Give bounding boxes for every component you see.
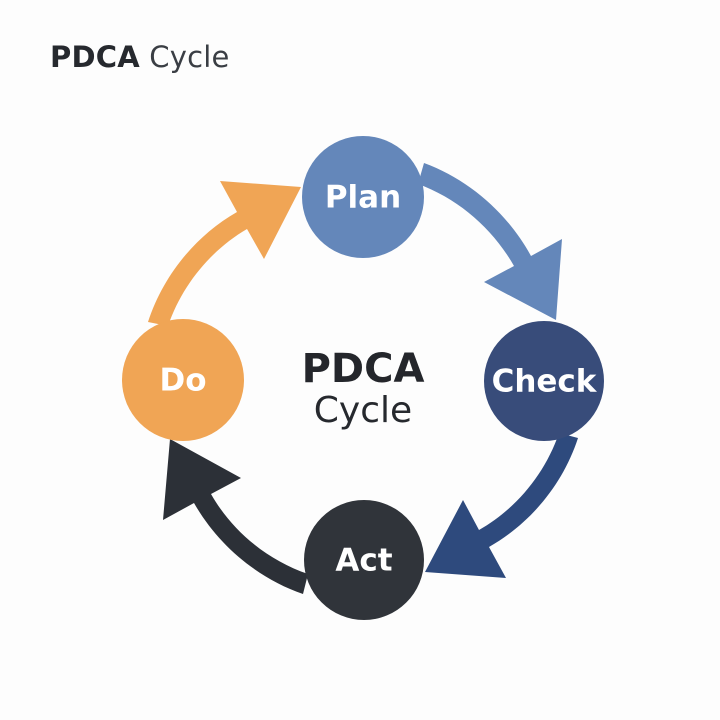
arrow-plan-to-check-shape: [418, 163, 562, 320]
arrow-act-to-do-shape: [163, 439, 308, 594]
node-do-label: Do: [159, 363, 206, 399]
arrow-do-to-plan: [148, 181, 301, 326]
arrow-act-to-do: [163, 439, 308, 594]
center-label: PDCA Cycle: [302, 346, 425, 431]
center-label-line1: PDCA: [302, 346, 425, 392]
node-check-circle[interactable]: [484, 321, 604, 441]
arrow-do-to-plan-shape: [148, 181, 301, 326]
node-act-circle[interactable]: [304, 500, 424, 620]
node-check-label: Check: [492, 364, 598, 400]
arrow-plan-to-check: [418, 163, 562, 320]
arrow-check-to-act-shape: [425, 433, 578, 578]
page-title-bold: PDCA: [50, 40, 140, 74]
node-do-circle[interactable]: [122, 319, 244, 441]
node-plan[interactable]: Plan: [302, 136, 424, 258]
node-act[interactable]: Act: [304, 500, 424, 620]
page-title: PDCA Cycle: [50, 40, 230, 74]
node-act-label: Act: [335, 543, 392, 579]
page-title-light: Cycle: [149, 40, 230, 74]
center-label-line2: Cycle: [314, 390, 412, 431]
node-do[interactable]: Do: [122, 319, 244, 441]
node-plan-circle[interactable]: [302, 136, 424, 258]
node-check[interactable]: Check: [484, 321, 604, 441]
node-plan-label: Plan: [325, 180, 401, 216]
arrow-check-to-act: [425, 433, 578, 578]
